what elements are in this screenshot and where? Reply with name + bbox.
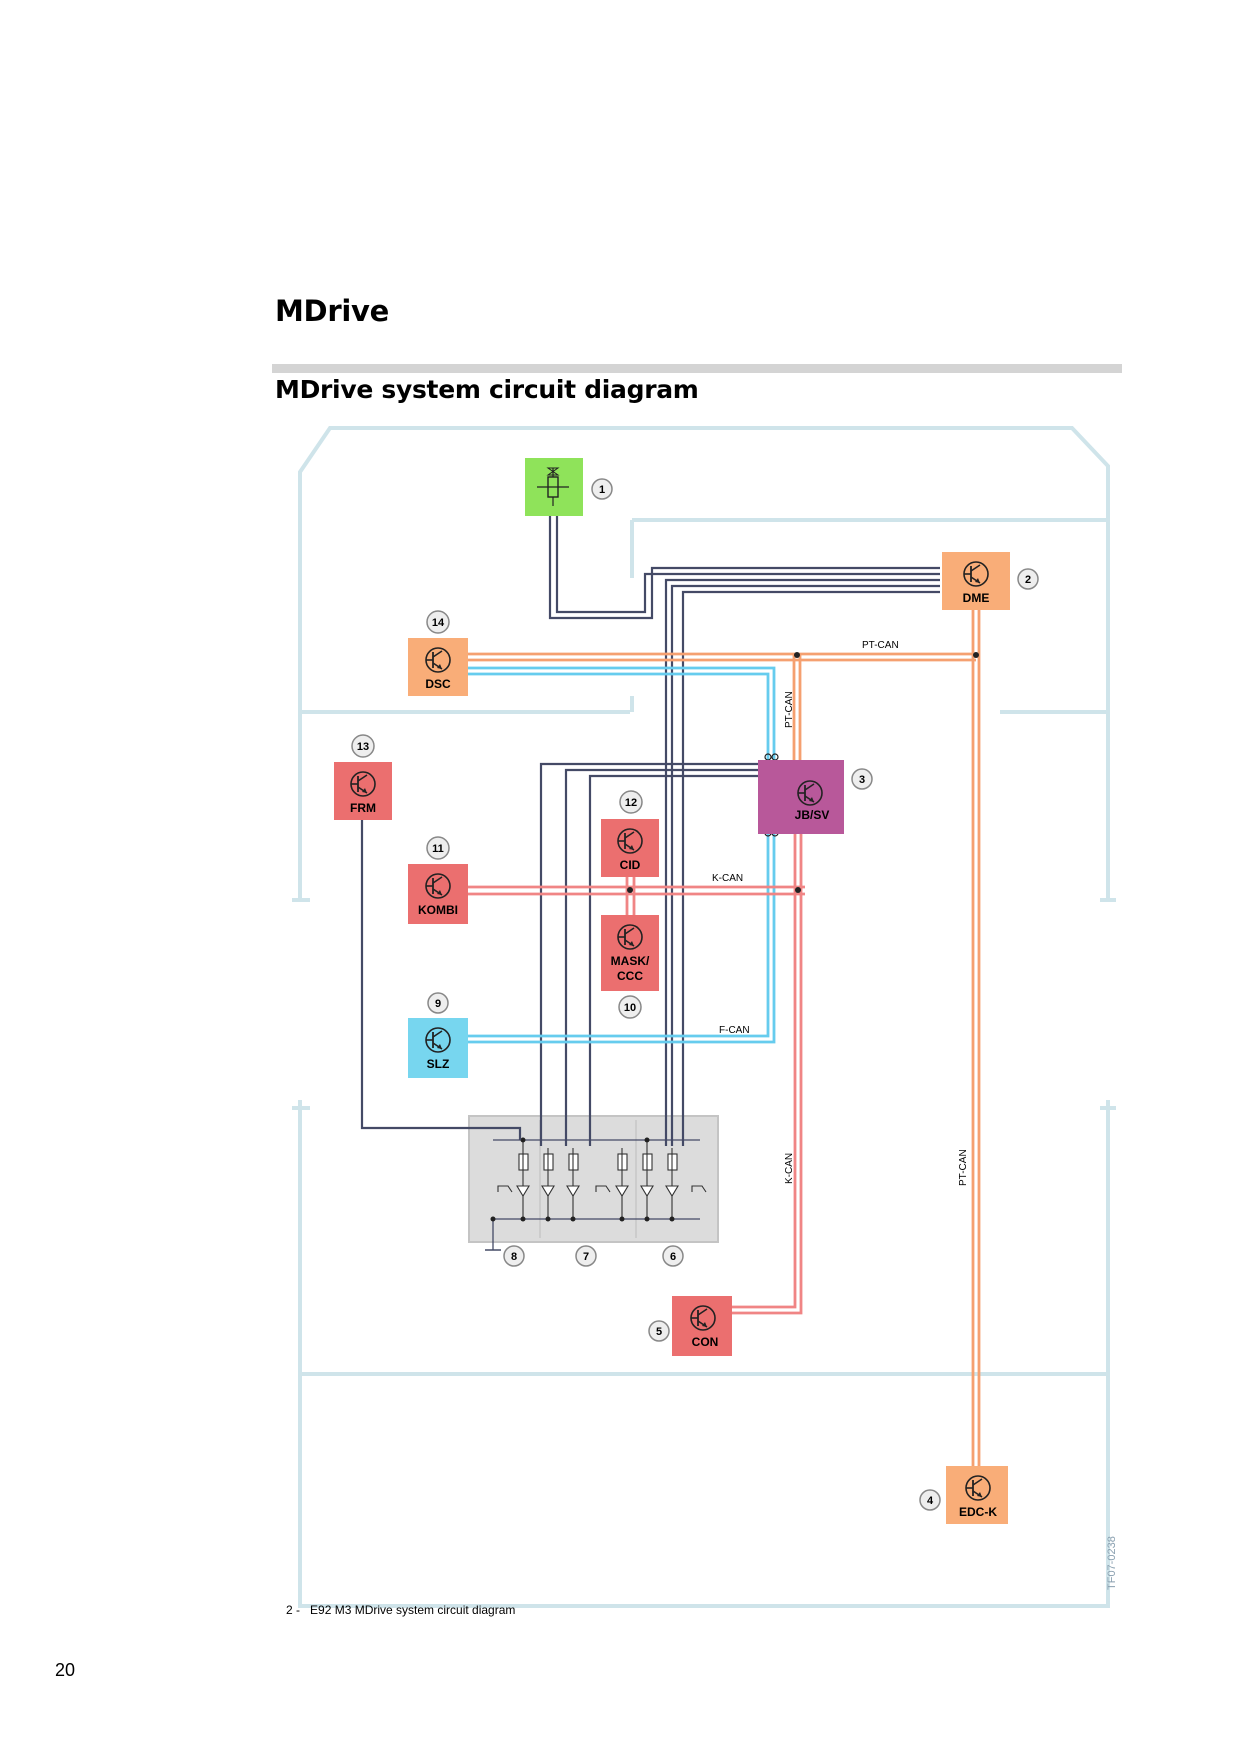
diagram-title: MDrive system circuit diagram	[275, 375, 699, 404]
module-frm: FRM	[334, 762, 392, 820]
svg-text:7: 7	[583, 1251, 589, 1263]
callout-3: 3	[851, 768, 873, 790]
svg-text:1: 1	[599, 484, 605, 496]
callout-14: 14	[426, 610, 450, 634]
page-number: 20	[55, 1660, 76, 1680]
edck-label: EDC-K	[959, 1505, 997, 1519]
callout-1: 1	[591, 478, 613, 500]
cid-label: CID	[620, 858, 641, 872]
svg-text:9: 9	[435, 998, 441, 1010]
callout-12: 12	[619, 790, 643, 814]
dsc-label: DSC	[425, 677, 451, 691]
svg-text:10: 10	[624, 1002, 636, 1014]
svg-text:14: 14	[432, 617, 445, 629]
title-divider	[272, 364, 1122, 373]
slz-label: SLZ	[427, 1057, 450, 1071]
callout-13: 13	[351, 734, 375, 758]
signal-wiring	[360, 516, 940, 1146]
mask-label: MASK/	[611, 954, 650, 968]
pt-can-label-edck: PT-CAN	[958, 1149, 969, 1186]
callout-markers: 1 2 3 4 5 6 7 8 9 10 11 12 13 14	[351, 478, 1039, 1511]
callout-9: 9	[427, 992, 449, 1014]
f-can-bus	[464, 666, 776, 1044]
k-can-label: K-CAN	[712, 873, 743, 884]
svg-text:3: 3	[859, 774, 865, 786]
ccc-label: CCC	[617, 969, 643, 983]
figure-id: TF07-0238	[1106, 1536, 1118, 1590]
svg-text:13: 13	[357, 741, 369, 753]
module-jbsv: JB/SV	[758, 760, 844, 834]
callout-8: 8	[503, 1245, 525, 1267]
svg-text:11: 11	[432, 843, 444, 855]
callout-11: 11	[426, 836, 450, 860]
callout-7: 7	[575, 1245, 597, 1267]
bus-junctions	[627, 652, 979, 893]
section-title: MDrive	[275, 294, 389, 328]
svg-text:5: 5	[656, 1326, 662, 1338]
module-cid: CID	[601, 819, 659, 877]
svg-text:8: 8	[511, 1251, 517, 1263]
svg-text:4: 4	[927, 1495, 934, 1507]
module-con: CON	[672, 1296, 732, 1356]
pt-can-label: PT-CAN	[862, 640, 899, 651]
module-mask-ccc: MASK/ CCC	[601, 915, 659, 991]
callout-5: 5	[648, 1320, 670, 1342]
callout-4: 4	[919, 1489, 941, 1511]
caption-text: E92 M3 MDrive system circuit diagram	[310, 1603, 516, 1617]
callout-10: 10	[618, 995, 642, 1019]
mdrive-switch-panel	[468, 1115, 719, 1251]
figure-caption: 2 - E92 M3 MDrive system circuit diagram	[286, 1603, 515, 1617]
pt-can-bus	[464, 608, 981, 1468]
svg-text:12: 12	[625, 797, 637, 809]
module-1-solenoid	[525, 458, 583, 516]
dme-label: DME	[963, 591, 990, 605]
f-can-label: F-CAN	[719, 1025, 750, 1036]
jbsv-label: JB/SV	[795, 808, 830, 822]
kombi-label: KOMBI	[418, 903, 458, 917]
k-can-label-vertical: K-CAN	[784, 1153, 795, 1184]
module-dme: DME	[942, 552, 1010, 610]
module-kombi: KOMBI	[408, 864, 468, 924]
module-slz: SLZ	[408, 1018, 468, 1078]
module-edck: EDC-K	[946, 1466, 1008, 1524]
module-dsc: DSC	[408, 638, 468, 696]
svg-text:2: 2	[1025, 574, 1031, 586]
callout-6: 6	[662, 1245, 684, 1267]
frm-label: FRM	[350, 801, 376, 815]
svg-text:6: 6	[670, 1251, 676, 1263]
k-can-bus	[464, 830, 805, 1315]
caption-number: 2 -	[286, 1603, 301, 1617]
con-label: CON	[692, 1335, 719, 1349]
callout-2: 2	[1017, 568, 1039, 590]
pt-can-label-vertical: PT-CAN	[784, 691, 795, 728]
